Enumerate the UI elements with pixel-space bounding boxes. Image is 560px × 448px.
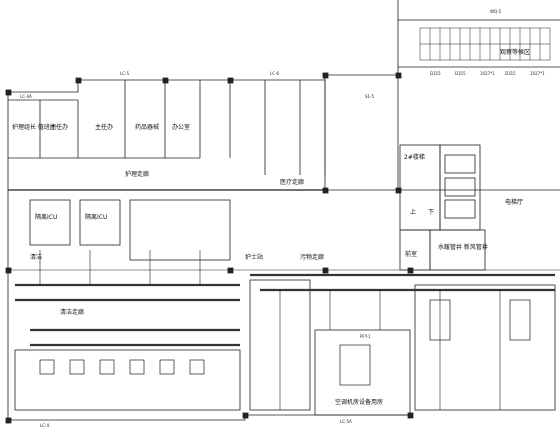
label-isolation-icu-2: 隔离ICU	[85, 214, 108, 221]
tag-pfy1: PFY-1	[360, 334, 371, 339]
tag-dim-3: D315	[505, 71, 516, 76]
tag-lc5a: LC-5A	[340, 419, 352, 424]
tag-dim-1: D315	[455, 71, 466, 76]
label-clean-corridor: 清洁走廊	[60, 309, 85, 316]
label-office-a: 护理组长 值班间	[12, 124, 56, 131]
label-office-c: 主任办	[95, 124, 114, 131]
label-nurse-station: 护士站	[245, 254, 264, 261]
label-elevator-hall: 电梯厅	[505, 199, 524, 206]
tag-lc5-top: LC-5	[120, 71, 130, 76]
label-drug-room: 药品器械	[135, 124, 160, 131]
label-office-b: 主任办	[50, 124, 69, 131]
tag-wq5: WQ-5	[490, 9, 502, 14]
tag-dim-4: 1027*1	[530, 71, 545, 76]
tag-lc4-bottom: LC-4	[40, 423, 50, 428]
label-clean-room: 清洁	[30, 254, 43, 261]
label-dirty-corridor: 污物走廊	[300, 254, 325, 261]
label-down: 下	[428, 209, 435, 216]
label-equipment-room: 空调机房设备用房	[335, 399, 384, 406]
label-corridor-main: 医疗走廊	[280, 179, 305, 186]
label-corridor-care: 护理走廊	[125, 171, 150, 178]
label-isolation-icu-1: 隔离ICU	[35, 214, 58, 221]
label-up: 上	[410, 209, 417, 216]
label-water-room: 水暖管井 新风管井	[438, 244, 488, 251]
label-scene-eval: 观察等候区	[500, 49, 531, 56]
label-fire-room: 前室	[405, 251, 418, 258]
tag-dim-0: D315	[430, 71, 441, 76]
north-wall	[8, 74, 398, 93]
tag-lc4a: LC-4A	[20, 94, 32, 99]
label-stair-2: 2#楼梯	[404, 154, 425, 161]
label-treat-room: 办公室	[172, 124, 191, 131]
tag-s: S1-5	[365, 94, 375, 99]
south-wall	[7, 92, 410, 421]
tag-dim-2: 1027*1	[480, 71, 495, 76]
tag-lc6: LC-6	[270, 71, 280, 76]
